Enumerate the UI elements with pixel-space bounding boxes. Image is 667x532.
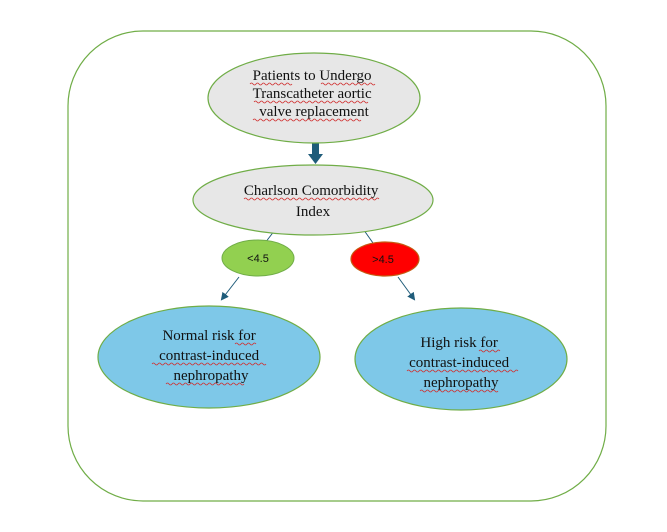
svg-text:Patients to Undergo Tran: Patients to Undergo Transcatheter aortic… (253, 68, 376, 120)
node-start-line-2: Transcatheter aortic (253, 86, 372, 102)
node-high-risk-shape (354, 307, 568, 411)
edge-start-to-index (308, 137, 323, 164)
node-start-line-1: Patients to Undergo (253, 68, 372, 84)
node-high-risk-line-1: High risk for (420, 335, 498, 351)
node-high-threshold-label: >4.5 (372, 254, 394, 266)
node-normal-risk-line-2: contrast-induced (159, 348, 259, 364)
node-start: Patients to Undergo Transcatheter aortic… (207, 52, 421, 144)
node-start-line-3: valve replacement (259, 104, 369, 120)
node-normal-risk: Normal risk for contrast-induced nephrop… (97, 305, 321, 409)
node-index-line-2: Index (296, 204, 331, 220)
node-high-risk-line-2: contrast-induced (409, 355, 509, 371)
node-index-shape (192, 164, 434, 236)
spellcheck-underline (151, 342, 267, 386)
node-low-threshold-label: <4.5 (247, 253, 269, 265)
edge-low-to-normal-risk (220, 276, 240, 301)
node-normal-risk-line-3: nephropathy (174, 368, 249, 384)
node-low-threshold: <4.5 (221, 239, 295, 277)
node-high-threshold: >4.5 (350, 241, 420, 277)
svg-text:High risk for contrast-i: High risk for contrast-induced nephropat… (409, 335, 513, 391)
thick-arrow-shaft (312, 137, 319, 155)
node-low-threshold-shape (221, 239, 295, 277)
node-high-threshold-shape (350, 241, 420, 277)
node-start-shape (207, 52, 421, 144)
node-high-risk: High risk for contrast-induced nephropat… (354, 307, 568, 411)
node-normal-risk-shape (97, 305, 321, 409)
diagram-frame (67, 30, 607, 502)
spellcheck-underline (243, 197, 380, 201)
thick-arrow-head (308, 154, 323, 164)
edge-high-to-high-risk (397, 276, 416, 301)
svg-text:Normal risk for contrast: Normal risk for contrast-induced nephrop… (159, 328, 263, 384)
spellcheck-underline (406, 349, 519, 393)
node-index: Charlson Comorbidity Index (192, 164, 434, 236)
node-index-line-1: Charlson Comorbidity (244, 183, 379, 199)
node-normal-risk-line-1: Normal risk for (162, 328, 255, 344)
spellcheck-underline (249, 82, 376, 122)
node-high-risk-line-3: nephropathy (424, 375, 499, 391)
svg-text:Charlson Comorbidity Ind: Charlson Comorbidity Index (244, 183, 382, 220)
